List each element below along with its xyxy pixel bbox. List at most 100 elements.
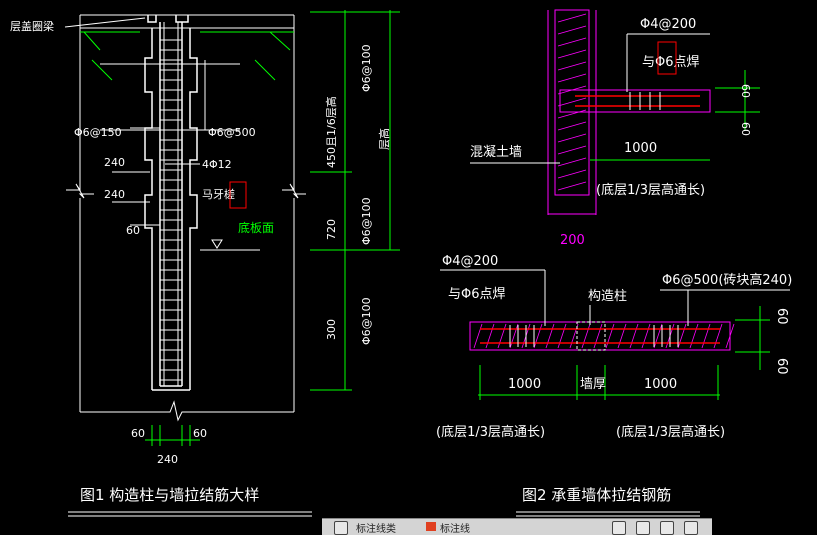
concrete-wall (554, 9, 590, 196)
bottom-60-right: 60 (193, 427, 207, 440)
hatch-line (557, 157, 587, 167)
figure-1: 层盖圈梁 Φ6@150 Φ6@500 240 240 4Φ12 马牙槎 60 底… (10, 10, 400, 517)
dim-1000-top: 1000 (624, 141, 657, 156)
hatch-line (533, 323, 543, 349)
haunch-line (254, 59, 276, 81)
hatch-line (701, 323, 711, 349)
note-left: (底层1/3层高通长) (436, 424, 545, 440)
slab (559, 89, 711, 113)
rebar-100b-label: Φ6@100 (360, 197, 373, 245)
toolbar-label-2[interactable]: 标注线 (440, 524, 470, 535)
haunch-line (269, 31, 291, 51)
column-toothed-right (189, 28, 198, 390)
section-hatch (473, 323, 735, 349)
hatch-line (557, 49, 587, 59)
bottom-240: 240 (157, 453, 178, 466)
dim-300-label: 300 (325, 319, 338, 340)
break-mark-bottom (80, 400, 294, 422)
toolbar-label-1: 标注线类 (356, 524, 396, 535)
concrete-hatch (557, 13, 587, 191)
break-mark-right (282, 183, 306, 199)
hatch-line (497, 323, 507, 349)
note-right: (底层1/3层高通长) (616, 424, 725, 440)
toothed-label: 马牙槎 (202, 187, 235, 201)
weld-ticks (509, 325, 679, 347)
dim-450-label: 450且1/6层高 (324, 96, 338, 168)
level-marker (211, 239, 223, 249)
column-zone (576, 321, 606, 351)
hatch-line (557, 181, 587, 191)
wall-thick-label: 墙厚 (580, 377, 606, 392)
weld-left-label: 与Φ6点焊 (448, 286, 506, 302)
hatch-line (545, 323, 555, 349)
hatch-line (557, 133, 587, 143)
hatch-line (713, 323, 723, 349)
hatch-line (485, 323, 495, 349)
haunch-line (91, 59, 113, 81)
hatch-line (557, 37, 587, 47)
top-bar-label: Φ4@200 (640, 17, 696, 32)
hatch-line (557, 97, 587, 107)
dim-60-c: 60 (774, 308, 789, 325)
hatch-line (557, 73, 587, 83)
hatch-line (557, 61, 587, 71)
hatch-line (725, 323, 735, 349)
note-top: (底层1/3层高通长) (596, 182, 705, 198)
hatch-line (581, 323, 591, 349)
dim-240a: 240 (104, 156, 125, 169)
figure-1-title: 图1 构造柱与墙拉结筋大样 (80, 486, 259, 504)
rebar-100c-label: Φ6@100 (360, 297, 373, 345)
dim-720-label: 720 (325, 219, 338, 240)
stirrups (160, 39, 182, 381)
hatch-line (557, 145, 587, 155)
bar-right-label: Φ6@500(砖块高240) (662, 272, 792, 288)
beam-leader (64, 17, 146, 28)
bottom-60-left: 60 (131, 427, 145, 440)
hatch-line (557, 25, 587, 35)
paste-icon[interactable] (660, 521, 674, 535)
figure-2-title: 图2 承重墙体拉结钢筋 (522, 486, 671, 504)
hatch-line (557, 169, 587, 179)
hatch-line (557, 13, 587, 23)
hatch-line (617, 323, 627, 349)
beam-section-left (147, 15, 157, 23)
column-toothed-left (144, 28, 153, 390)
dim-60-a: 60 (739, 84, 752, 98)
column-label: 构造柱 (588, 289, 627, 304)
properties-icon[interactable] (684, 521, 698, 535)
rebar-100a-label: Φ6@100 (360, 44, 373, 92)
dim-60: 60 (126, 224, 140, 237)
break-mark-left (66, 183, 94, 199)
haunch-line (83, 31, 101, 51)
figure-2: 200 Φ4@200 与Φ6点焊 混凝土墙 1000 (底层1/3层高通长) 6… (436, 9, 792, 517)
concrete-wall-label: 混凝土墙 (470, 144, 522, 160)
weld-top-label: 与Φ6点焊 (642, 54, 700, 70)
hatch-line (593, 323, 603, 349)
cad-toolbar: 标注线类 标注线 (322, 518, 712, 535)
hatch-line (653, 323, 663, 349)
dim-60-b: 60 (739, 122, 752, 136)
match-icon[interactable] (612, 521, 626, 535)
color-swatch-icon[interactable] (426, 522, 436, 531)
hatch-line (677, 323, 687, 349)
hatch-line (509, 323, 519, 349)
hatch-line (557, 121, 587, 131)
hatch-line (473, 323, 483, 349)
dim-240b: 240 (104, 188, 125, 201)
beam-label: 层盖圈梁 (10, 19, 54, 33)
dim-1000-left: 1000 (508, 377, 541, 392)
hatch-line (629, 323, 639, 349)
dim-60-d: 60 (774, 358, 789, 375)
hatch-line (557, 323, 567, 349)
main-bar-label: 4Φ12 (202, 158, 232, 171)
floor-height-label: 层高 (377, 128, 391, 150)
hatch-line (641, 323, 651, 349)
hatch-line (557, 109, 587, 119)
rebar-500-label: Φ6@500 (208, 126, 256, 139)
copy-icon[interactable] (636, 521, 650, 535)
rebar-150-label: Φ6@150 (74, 126, 122, 139)
layer-icon[interactable] (334, 521, 348, 535)
highlight-box (229, 181, 247, 209)
beam-section-right (175, 15, 189, 23)
